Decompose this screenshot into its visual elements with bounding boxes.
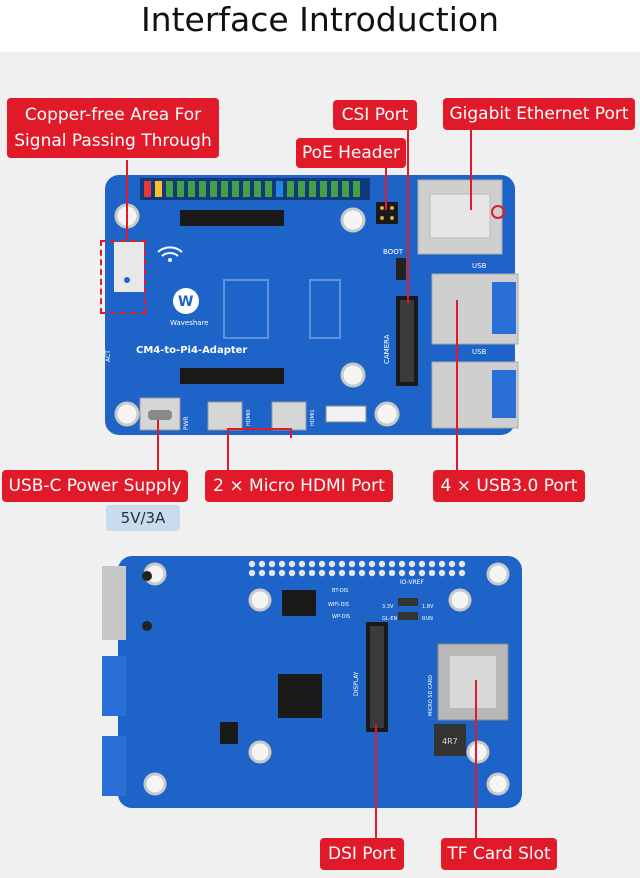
svg-text:MICRO SD CARD: MICRO SD CARD	[428, 675, 434, 716]
svg-text:WP-DIS: WP-DIS	[332, 614, 350, 620]
board-name: CM4-to-Pi4-Adapter	[136, 345, 247, 356]
svg-text:CAMERA: CAMERA	[383, 334, 391, 364]
svg-text:W: W	[178, 294, 193, 310]
svg-text:BOOT: BOOT	[383, 248, 404, 256]
label-dsi-port: DSI Port	[320, 838, 404, 870]
label-csi-port: CSI Port	[333, 100, 417, 130]
label-micro-hdmi-port: 2 × Micro HDMI Port	[205, 470, 393, 502]
leader-line	[157, 420, 159, 472]
label-tf-card-slot: TF Card Slot	[441, 838, 557, 870]
svg-text:WIFI-DIS: WIFI-DIS	[328, 602, 349, 608]
svg-text:HDMI1: HDMI1	[310, 409, 316, 426]
label-usb3-port: 4 × USB3.0 Port	[433, 470, 585, 502]
leader-line	[227, 428, 291, 430]
page-title: Interface Introduction	[0, 0, 640, 52]
leader-line	[407, 128, 409, 303]
front-board: W Waveshare CM4-to-Pi4-Adapter ACT BOOT …	[105, 175, 519, 435]
leader-line	[290, 428, 292, 438]
label-poe-header: PoE Header	[296, 138, 406, 168]
svg-text:HDMI0: HDMI0	[246, 409, 252, 426]
leader-line	[227, 428, 229, 472]
label-copper-free-area: Copper-free Area For Signal Passing Thro…	[7, 98, 219, 158]
svg-text:1.8V: 1.8V	[422, 604, 434, 610]
svg-text:DISPLAY: DISPLAY	[353, 671, 360, 696]
svg-text:IO-VREF: IO-VREF	[400, 579, 425, 586]
svg-text:3.3V: 3.3V	[382, 604, 394, 610]
leader-line	[375, 725, 377, 840]
leader-line	[126, 160, 128, 240]
svg-text:PWR: PWR	[183, 416, 190, 430]
svg-text:USB: USB	[472, 348, 487, 356]
leader-line	[475, 680, 477, 840]
svg-text:RUN: RUN	[422, 616, 433, 622]
svg-text:BT-DIS: BT-DIS	[332, 588, 348, 594]
label-gigabit-ethernet-port: Gigabit Ethernet Port	[443, 98, 635, 130]
label-usb-c-spec: 5V/3A	[106, 505, 180, 531]
label-usb-c-power-supply: USB-C Power Supply	[2, 470, 188, 502]
svg-text:4R7: 4R7	[442, 737, 458, 746]
svg-text:GL-EN: GL-EN	[382, 616, 398, 622]
brand-text: Waveshare	[170, 319, 209, 327]
leader-line	[456, 300, 458, 472]
marker-dot	[491, 205, 505, 219]
copper-free-marker	[100, 240, 146, 314]
back-board: DISPLAY IO-VREF BT-DIS WIFI-DIS WP-DIS 3…	[102, 556, 522, 808]
svg-text:USB: USB	[472, 262, 487, 270]
act-text: ACT	[105, 350, 112, 362]
leader-line	[385, 165, 387, 210]
leader-line	[470, 130, 472, 210]
